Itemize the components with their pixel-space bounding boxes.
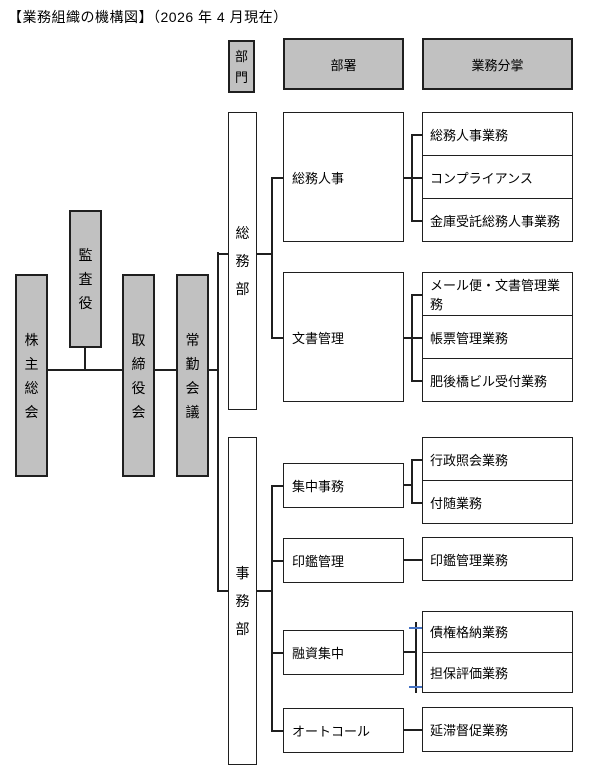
header-department: 部署	[283, 38, 404, 90]
department-box-autocall: オートコール	[283, 708, 404, 753]
duty-groupE-blue-tick1	[409, 627, 422, 629]
org-box-board-of-directors: 取締役会	[122, 274, 155, 477]
department-box-somu-jinji: 総務人事	[283, 112, 404, 242]
duty-groupC-line	[411, 459, 413, 504]
department-autocall-label: オートコール	[292, 724, 371, 739]
duty-groupB-tick3	[411, 380, 422, 382]
duty-group-shuchu-jimu: 行政照会業務 付随業務	[422, 437, 573, 524]
department-somu-jinji-label: 総務人事	[292, 170, 345, 186]
header-division-label: 部門	[234, 48, 248, 85]
bunsho-kanri-tick	[271, 337, 284, 339]
auditor-stem-line	[84, 347, 86, 370]
somu-bracket-line	[271, 177, 273, 339]
duty-groupF-line	[404, 729, 422, 731]
duty-row: 印鑑管理業務	[430, 552, 509, 568]
duty-row: 総務人事業務	[430, 127, 509, 143]
department-box-inkan-kanri: 印鑑管理	[283, 538, 404, 583]
duty-groupE-line	[415, 622, 417, 693]
shuchu-jimu-tick	[271, 485, 284, 487]
somu-jinji-tick	[271, 177, 284, 179]
somu-bracket-stem	[256, 253, 272, 255]
department-box-yushi-shuchu: 融資集中	[283, 630, 404, 675]
duty-row: 行政照会業務	[430, 452, 509, 468]
duty-groupE-stem	[404, 651, 417, 653]
duty-groupE-blue-tick2	[409, 686, 422, 688]
inkan-kanri-tick	[271, 560, 284, 562]
duty-row: 延滞督促業務	[430, 723, 509, 738]
standing-meeting-label: 常勤会議	[185, 331, 200, 420]
duty-row: 付随業務	[423, 480, 572, 523]
jimu-bracket-stem	[256, 590, 272, 592]
duty-groupC-stem	[404, 484, 413, 486]
duty-groupB-stem	[404, 337, 413, 339]
duty-row: 肥後橋ビル受付業務	[423, 358, 572, 401]
duty-groupC-tick2	[411, 502, 422, 504]
duty-groupB-tick1	[411, 294, 422, 296]
department-inkan-kanri-label: 印鑑管理	[292, 554, 345, 569]
duty-row: コンプライアンス	[423, 155, 572, 198]
org-box-auditor: 監査役	[69, 210, 102, 348]
duty-groupB-tick2	[411, 337, 422, 339]
auditor-label: 監査役	[78, 247, 93, 311]
duty-groupA-stem	[404, 177, 413, 179]
division-jimu-label: 事務部	[235, 565, 250, 637]
duty-groupA-tick2	[411, 177, 422, 179]
duty-group-inkan-kanri: 印鑑管理業務	[422, 537, 573, 581]
division-somu-label: 総務部	[235, 225, 250, 297]
shareholders-meeting-label: 株主総会	[24, 331, 39, 420]
chart-title: 【業務組織の機構図】（2026 年 4 月現在）	[8, 9, 288, 25]
board-of-directors-label: 取締役会	[131, 331, 146, 420]
duty-group-autocall: 延滞督促業務	[422, 707, 573, 752]
department-bunsho-kanri-label: 文書管理	[292, 330, 345, 346]
trunk-line	[217, 252, 219, 592]
department-box-bunsho-kanri: 文書管理	[283, 272, 404, 402]
division-box-somu: 総務部	[228, 112, 257, 410]
duty-row: 債権格納業務	[430, 625, 509, 641]
yushi-shuchu-tick	[271, 652, 284, 654]
duty-groupA-tick3	[411, 220, 422, 222]
org-box-standing-meeting: 常勤会議	[176, 274, 209, 477]
duty-row: 帳票管理業務	[423, 315, 572, 358]
header-duty-label: 業務分掌	[471, 57, 524, 73]
duty-group-yushi-shuchu: 債権格納業務 担保評価業務	[422, 611, 573, 693]
autocall-tick	[271, 730, 284, 732]
header-duty: 業務分掌	[422, 38, 573, 90]
division-box-jimu: 事務部	[228, 437, 257, 765]
header-division: 部門	[228, 40, 255, 93]
duty-groupC-tick1	[411, 459, 422, 461]
duty-row: 金庫受託総務人事業務	[423, 198, 572, 241]
duty-group-somu-jinji: 総務人事業務 コンプライアンス 金庫受託総務人事業務	[422, 112, 573, 242]
department-box-shuchu-jimu: 集中事務	[283, 463, 404, 508]
org-box-shareholders-meeting: 株主総会	[15, 274, 48, 477]
department-shuchu-jimu-label: 集中事務	[292, 479, 345, 494]
department-yushi-shuchu-label: 融資集中	[292, 646, 345, 661]
header-department-label: 部署	[330, 57, 357, 73]
duty-row: 担保評価業務	[423, 651, 572, 693]
duty-groupA-tick1	[411, 134, 422, 136]
somu-division-stub	[217, 253, 229, 255]
jimu-bracket-line	[271, 485, 273, 732]
duty-group-bunsho-kanri: メール便・文書管理業務 帳票管理業務 肥後橋ビル受付業務	[422, 272, 573, 402]
duty-groupD-line	[404, 559, 422, 561]
duty-row: メール便・文書管理業務	[430, 278, 561, 312]
jimu-division-stub	[217, 590, 229, 592]
